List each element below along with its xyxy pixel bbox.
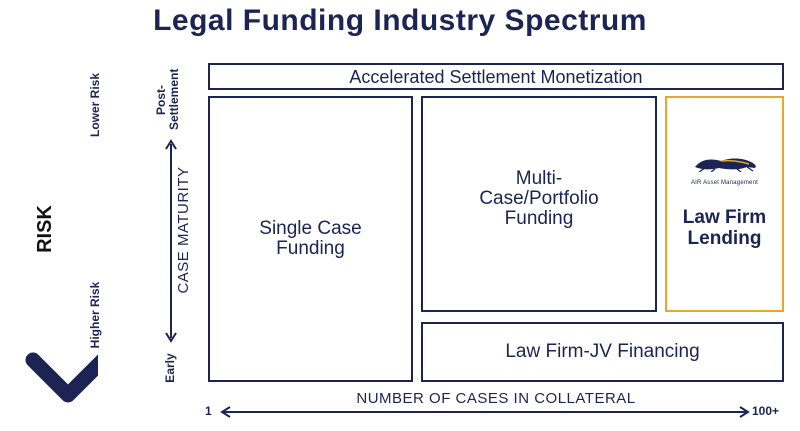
- leopard-logo-icon: [694, 157, 756, 172]
- collateral-axis-line: [220, 406, 750, 418]
- single-case-funding-box: Single Case Funding: [208, 96, 413, 382]
- law-firm-lending-box: AIR Asset Management Law Firm Lending: [665, 96, 784, 312]
- page-title: Legal Funding Industry Spectrum: [153, 4, 647, 37]
- collateral-axis-label: NUMBER OF CASES IN COLLATERAL: [356, 390, 636, 407]
- collateral-max-label: 100+: [752, 404, 780, 418]
- multi-case-portfolio-box: Multi- Case/Portfolio Funding: [421, 96, 657, 312]
- risk-arrow-icon: [25, 62, 98, 403]
- law-firm-label: Law Firm: [682, 206, 767, 228]
- air-logo: AIR Asset Management: [691, 154, 759, 193]
- case-maturity-label: CASE MATURITY: [175, 166, 192, 294]
- logo-text: AIR Asset Management: [690, 179, 759, 186]
- post-settlement-label: Post- Settlement: [154, 68, 181, 130]
- lending-label: Lending: [687, 227, 762, 249]
- higher-risk-label: Higher Risk: [88, 281, 102, 349]
- maturity-axis-line: [165, 139, 177, 343]
- accelerated-settlement-box: Accelerated Settlement Monetization: [208, 63, 784, 90]
- law-firm-jv-financing-box: Law Firm-JV Financing: [421, 322, 784, 382]
- collateral-min-label: 1: [205, 404, 212, 418]
- lower-risk-label: Lower Risk: [88, 72, 102, 138]
- early-label: Early: [163, 353, 177, 383]
- risk-label: RISK: [34, 205, 56, 253]
